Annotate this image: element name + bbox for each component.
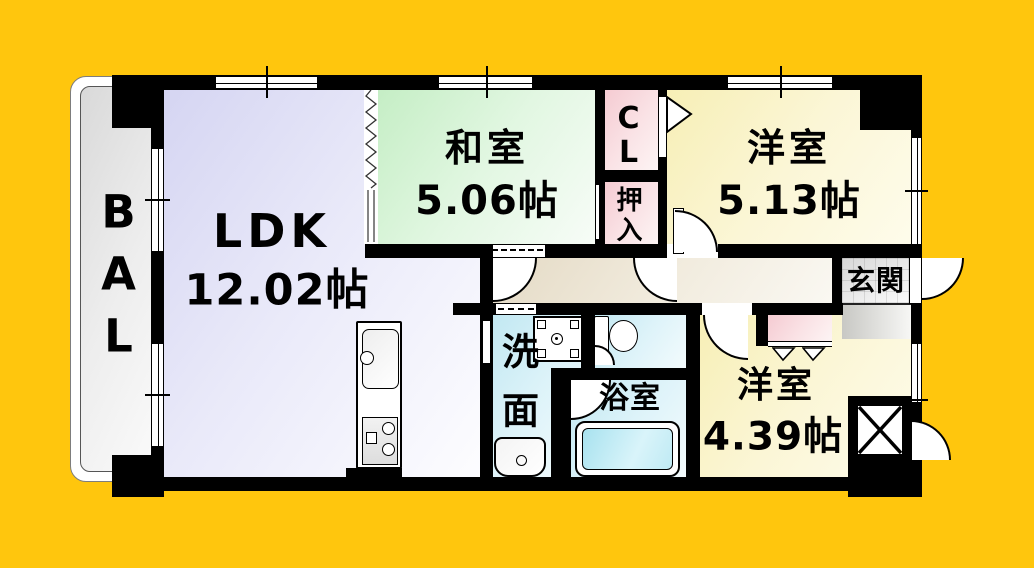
washitsu-name: 和室 [444,126,530,170]
washing-machine-pan-icon [533,316,583,362]
wall [686,315,700,477]
genkan-tile [842,258,911,303]
balcony-label-l: L [104,309,134,363]
room-washitsu [378,90,595,244]
wall [551,368,700,380]
entry-door-swing-icon [922,258,964,300]
window-icon [438,76,533,89]
wall [658,90,667,244]
wall-pillar [112,78,164,128]
cl-label-l: L [618,135,640,170]
pan-corner [570,320,579,329]
pan-corner [537,349,546,358]
wall-washitsu-south [365,244,922,258]
yokushitsu-label: 浴室 [599,381,661,416]
wall-pillar [848,461,922,497]
hanger-icon [772,347,796,362]
balcony-label-b: B [101,185,137,239]
oshiire-label-1: 押 [616,186,644,216]
ldk-name: LDK [212,204,332,258]
room-oshiire [605,182,658,244]
wall [595,170,667,182]
window-tick [905,190,928,192]
kitchen-counter [356,321,402,469]
senmen-label-2: 面 [502,389,540,433]
closet [768,315,832,341]
gas-stove-icon [362,417,398,465]
slide-slit-icon [482,320,491,364]
wall [832,258,842,303]
balcony-label-a: A [101,247,137,301]
entry-door-leaf [909,257,922,304]
yoshitsu-upper-size: 5.13帖 [717,178,861,224]
bathtub-icon [575,421,680,477]
burner-icon [382,422,395,435]
genkan-step [842,303,911,339]
bathtub-inner [582,428,673,470]
washitsu-size: 5.06帖 [415,178,559,224]
wall [595,90,605,244]
fusuma-sliding-door-icon [490,245,545,257]
window-tick [145,394,170,396]
vanity-sink-icon [494,437,546,477]
pipe-shaft-x-icon [858,406,902,454]
ldk-size: 12.02帖 [184,265,370,316]
meterbox-door-swing-icon [911,420,951,460]
grill-icon [366,432,377,444]
closet-shelf [768,341,832,347]
toilet-bowl-icon [609,320,638,352]
window-tick [905,399,928,401]
accordion-partition-icon [364,90,378,244]
window-tick [266,66,268,98]
window-icon [911,343,922,403]
window-tick [780,66,782,98]
vanity-drain [516,455,527,466]
pan-corner [537,320,546,329]
room-cl [605,90,658,170]
wall-pillar [112,455,164,497]
oshiire-slider-icon [595,184,600,240]
senmen-sliding-door-icon [496,304,536,314]
senmen-label-1: 洗 [502,330,540,374]
pan-corner [570,349,579,358]
faucet-icon [360,351,374,365]
wall-bottom [152,477,922,491]
closet-door-icon [666,95,693,134]
wall [551,380,571,477]
yoshitsu-lower-size: 4.39帖 [702,414,844,460]
wall-pillar [860,85,922,130]
cl-label-c: C [617,101,641,136]
window-tick [486,66,488,98]
balcony-floor [80,86,162,472]
yoshitsu-lower-name: 洋室 [736,365,816,406]
drain-icon [551,333,563,345]
window-tick [145,199,170,201]
wall [581,315,595,380]
yoshitsu-upper-name: 洋室 [746,126,832,170]
genkan-label: 玄関 [846,264,906,297]
oshiire-label-2: 入 [616,216,644,246]
burner-icon [382,443,395,456]
drain-dot [555,337,558,340]
door-opening [702,303,752,315]
hanger-icon [802,347,826,362]
kitchen-plinth [346,468,402,478]
